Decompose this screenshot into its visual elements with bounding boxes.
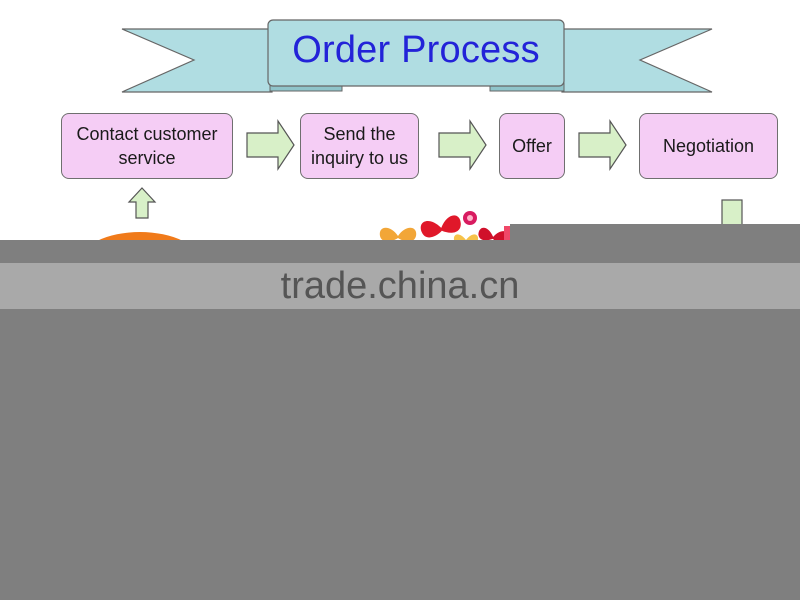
watermark-band — [0, 263, 800, 309]
page-title: Order Process — [292, 28, 540, 71]
title-ribbon-banner — [121, 19, 713, 93]
butterfly-icon — [478, 227, 509, 244]
ribbon-right-tail — [561, 28, 713, 93]
butterfly-icon — [463, 211, 477, 225]
step-contact-customer-service: Contact customer service — [61, 113, 233, 179]
up-arrow — [127, 187, 157, 219]
step-offer: Offer — [499, 113, 565, 179]
pink-block — [504, 226, 512, 240]
right-arrow-1 — [246, 119, 295, 171]
butterfly-icon — [379, 227, 417, 242]
ribbon-center-panel — [267, 19, 565, 87]
overlay-top-strip — [510, 224, 800, 240]
step-send-inquiry: Send the inquiry to us — [300, 113, 419, 179]
right-arrow-2 — [438, 119, 487, 171]
step-negotiation: Negotiation — [639, 113, 778, 179]
butterfly-icon — [420, 215, 461, 238]
ribbon-left-tail — [121, 28, 273, 93]
right-arrow-3 — [578, 119, 627, 171]
watermark-text: trade.china.cn — [280, 264, 520, 307]
